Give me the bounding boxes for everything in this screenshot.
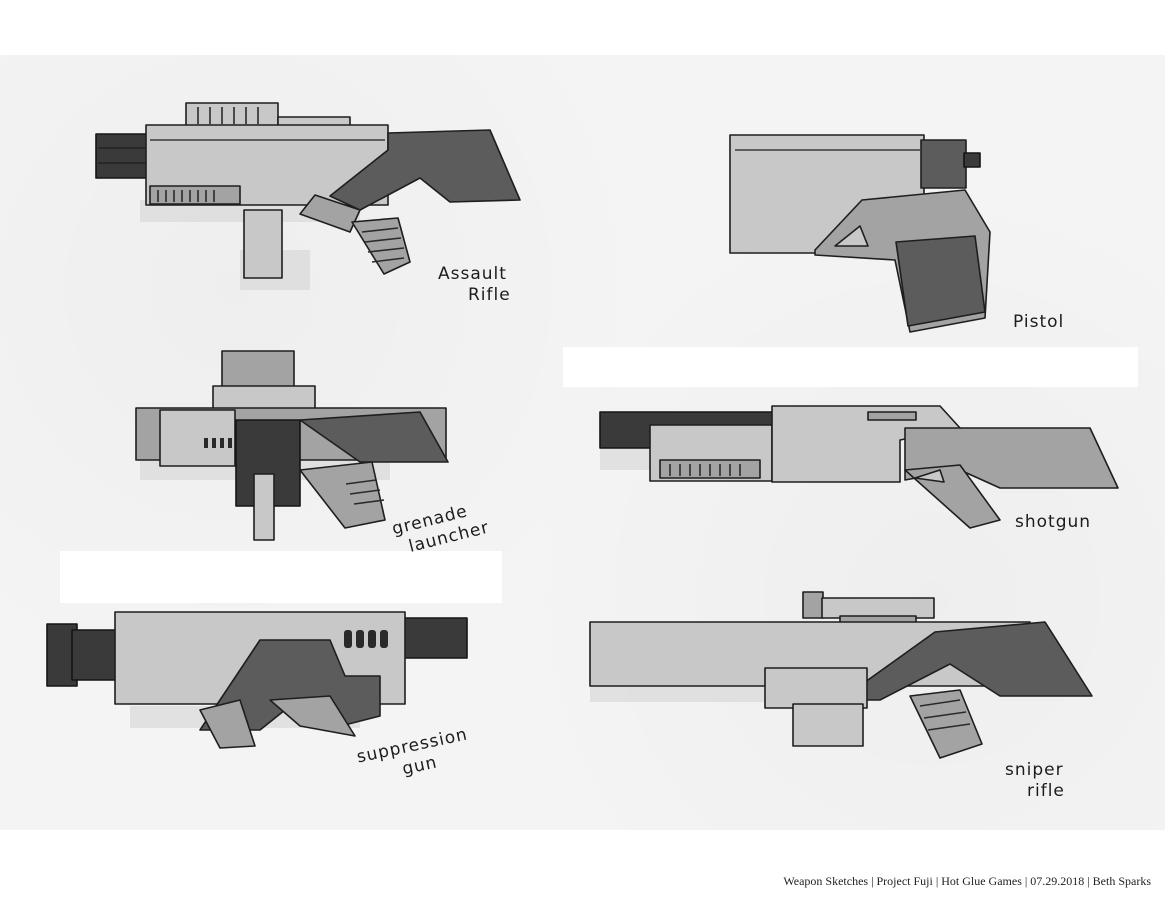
grenade-launcher-sketch bbox=[135, 350, 449, 541]
sniper-rifle-sketch bbox=[589, 591, 1093, 759]
suppression-gun-sketch bbox=[46, 611, 468, 749]
label-pistol: Pistol bbox=[1013, 312, 1065, 332]
paper-strip-left bbox=[60, 551, 502, 603]
assault-rifle-sketch bbox=[95, 102, 521, 290]
footer-caption: Weapon Sketches | Project Fuji | Hot Glu… bbox=[783, 874, 1151, 888]
shotgun-sketch bbox=[599, 405, 1119, 529]
label-assault-rifle: Assault Rifle bbox=[438, 264, 511, 305]
paper-strip-right bbox=[563, 347, 1138, 387]
label-sniper-rifle: sniper rifle bbox=[1005, 760, 1065, 801]
label-shotgun: shotgun bbox=[1015, 512, 1092, 532]
pistol-sketch bbox=[729, 134, 991, 333]
